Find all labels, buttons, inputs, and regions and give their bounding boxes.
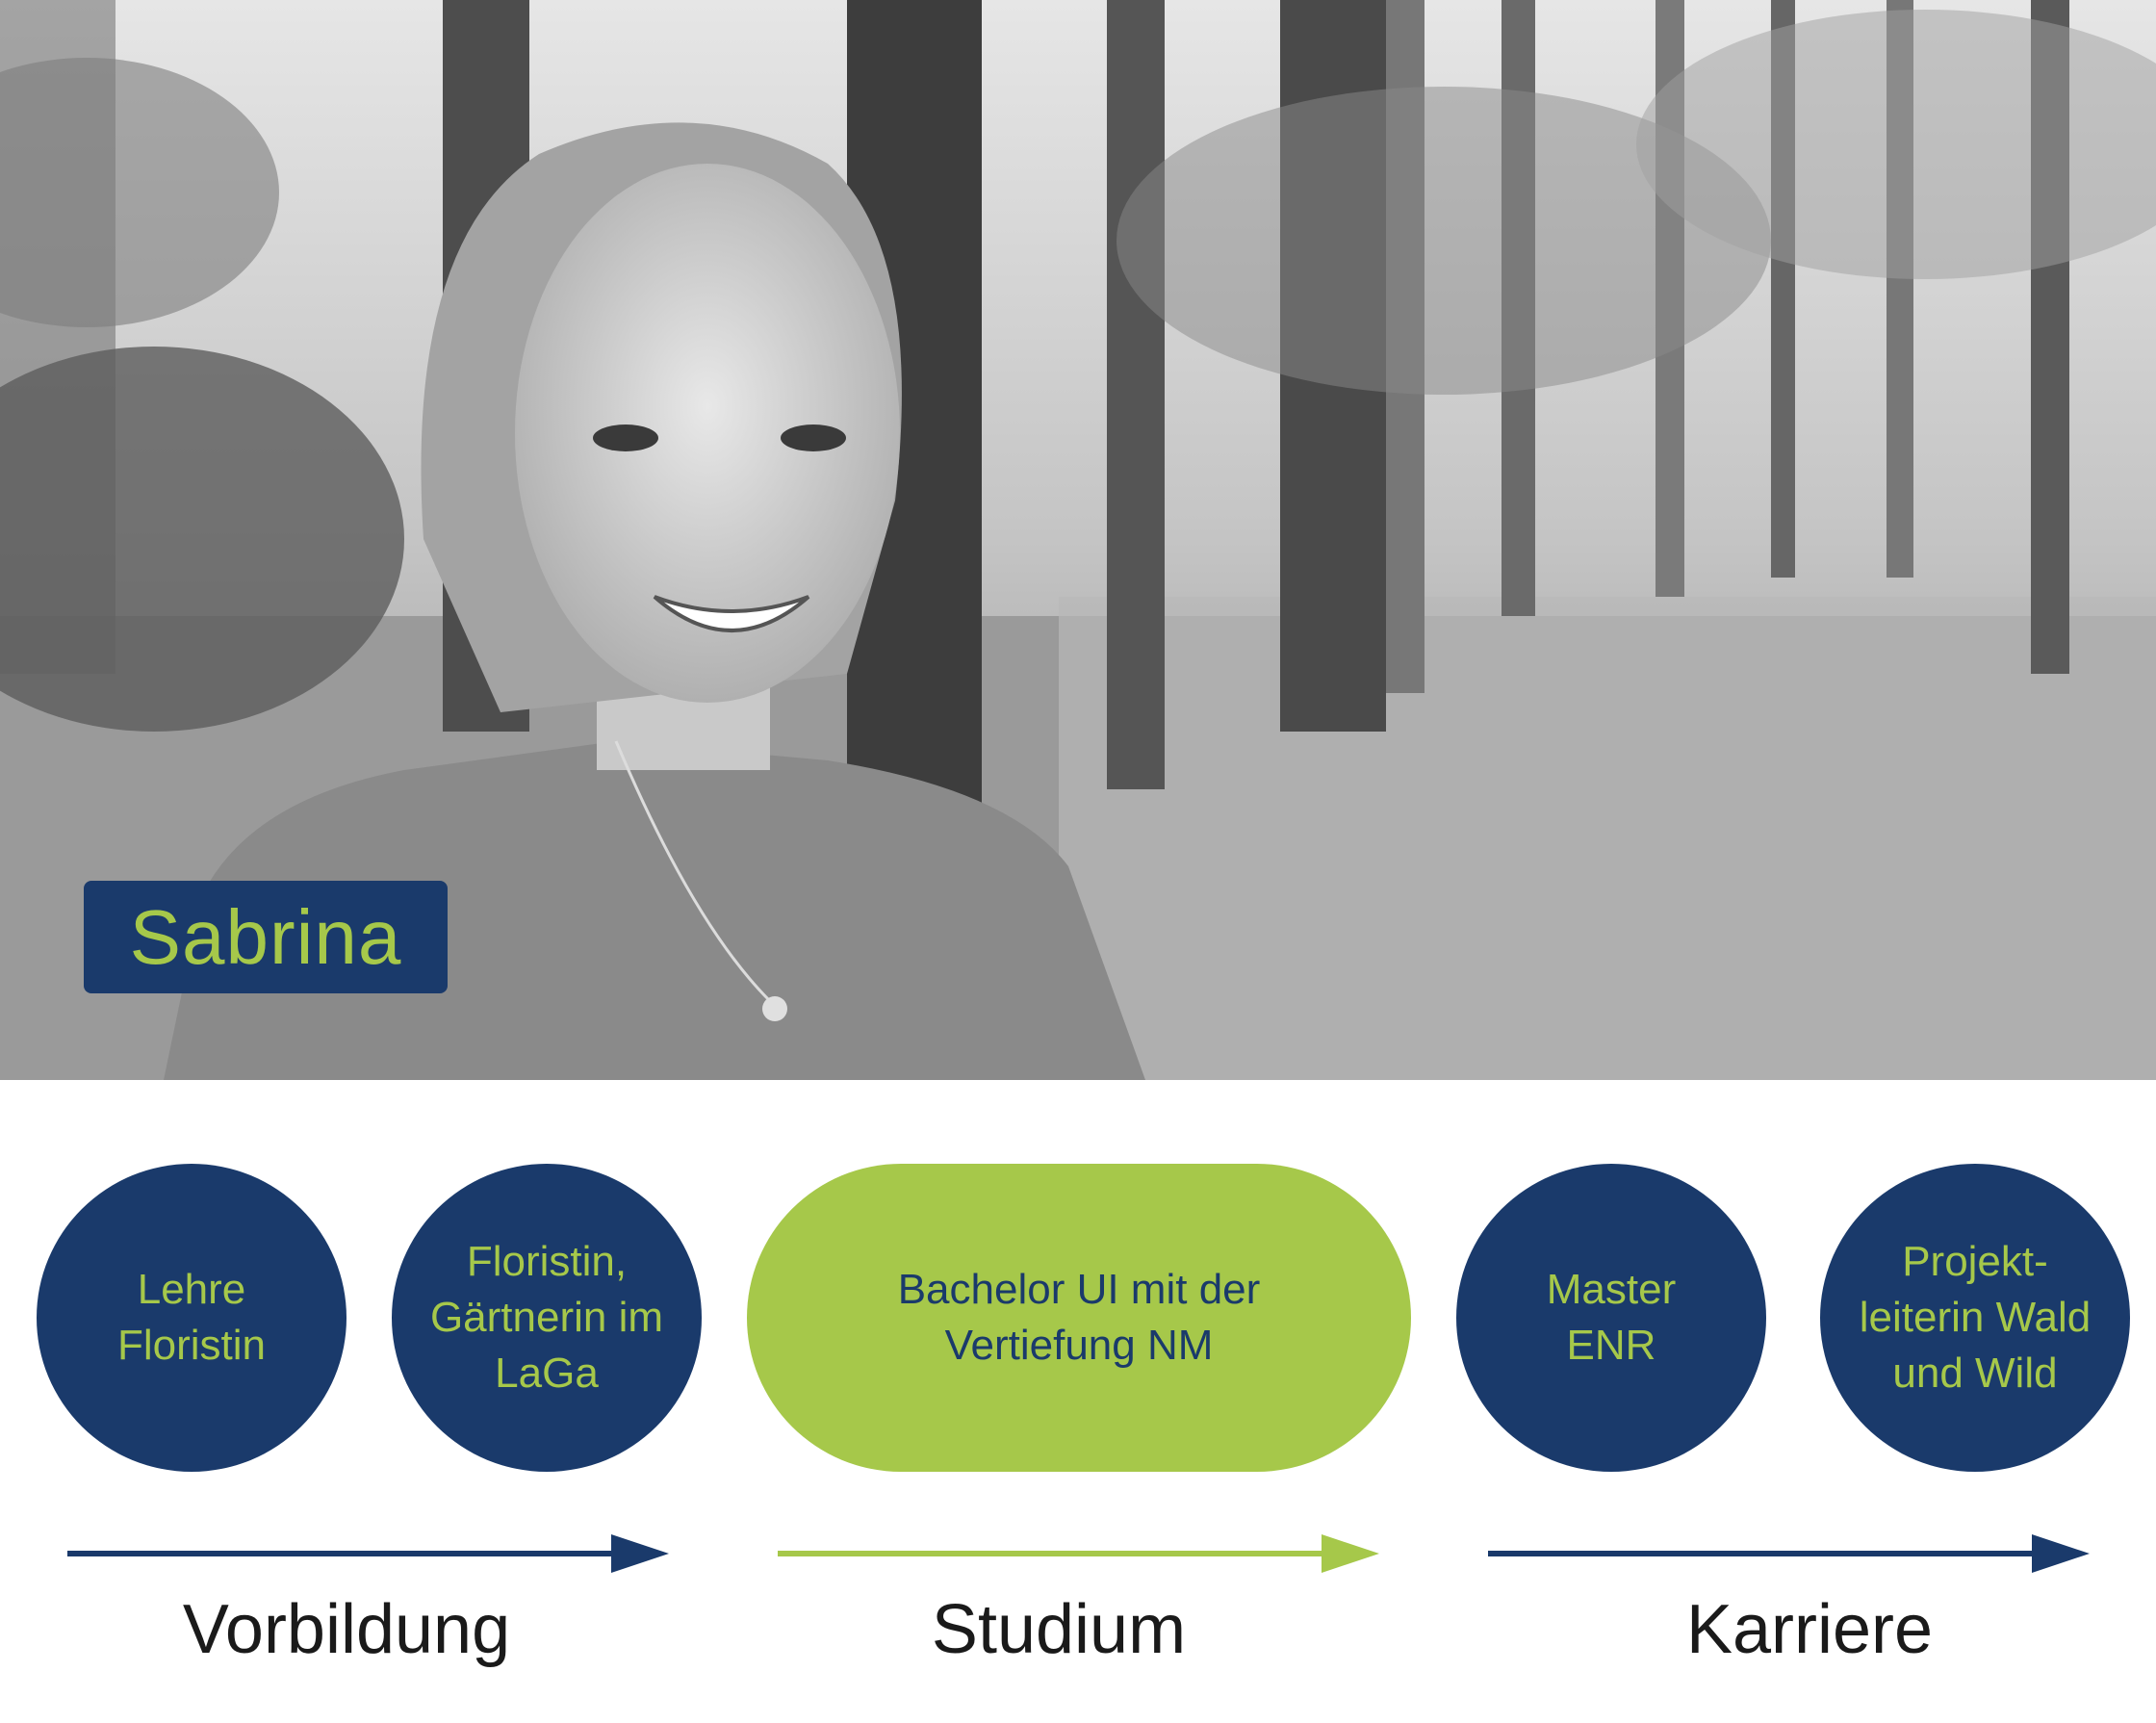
- node-label: Projekt- leiterin Wald und Wild: [1859, 1238, 2092, 1397]
- phase-label-studium: Studium: [931, 1591, 1187, 1668]
- node-label: Master ENR: [1546, 1266, 1677, 1369]
- node-lehre-floristin: Lehre Floristin: [37, 1164, 346, 1472]
- arrow-vorbildung: [67, 1534, 669, 1573]
- phase-label-vorbildung: Vorbildung: [182, 1591, 511, 1668]
- arrow-karriere: [1488, 1534, 2090, 1573]
- node-projektleiterin: Projekt- leiterin Wald und Wild: [1820, 1164, 2130, 1472]
- forest-background-image: [0, 0, 2156, 1080]
- arrow-studium: [778, 1534, 1379, 1573]
- portrait-photo: Sabrina: [0, 0, 2156, 1080]
- node-label: Floristin, Gärtnerin im LaGa: [429, 1238, 664, 1397]
- node-master: Master ENR: [1456, 1164, 1766, 1472]
- phase-label-karriere: Karriere: [1685, 1591, 1934, 1668]
- name-badge: Sabrina: [84, 881, 448, 993]
- node-floristin-gaertnerin: Floristin, Gärtnerin im LaGa: [392, 1164, 702, 1472]
- node-bachelor: Bachelor UI mit der Vertiefung NM: [747, 1164, 1411, 1472]
- node-label: Lehre Floristin: [116, 1266, 267, 1369]
- node-label: Bachelor UI mit der Vertiefung NM: [897, 1266, 1261, 1369]
